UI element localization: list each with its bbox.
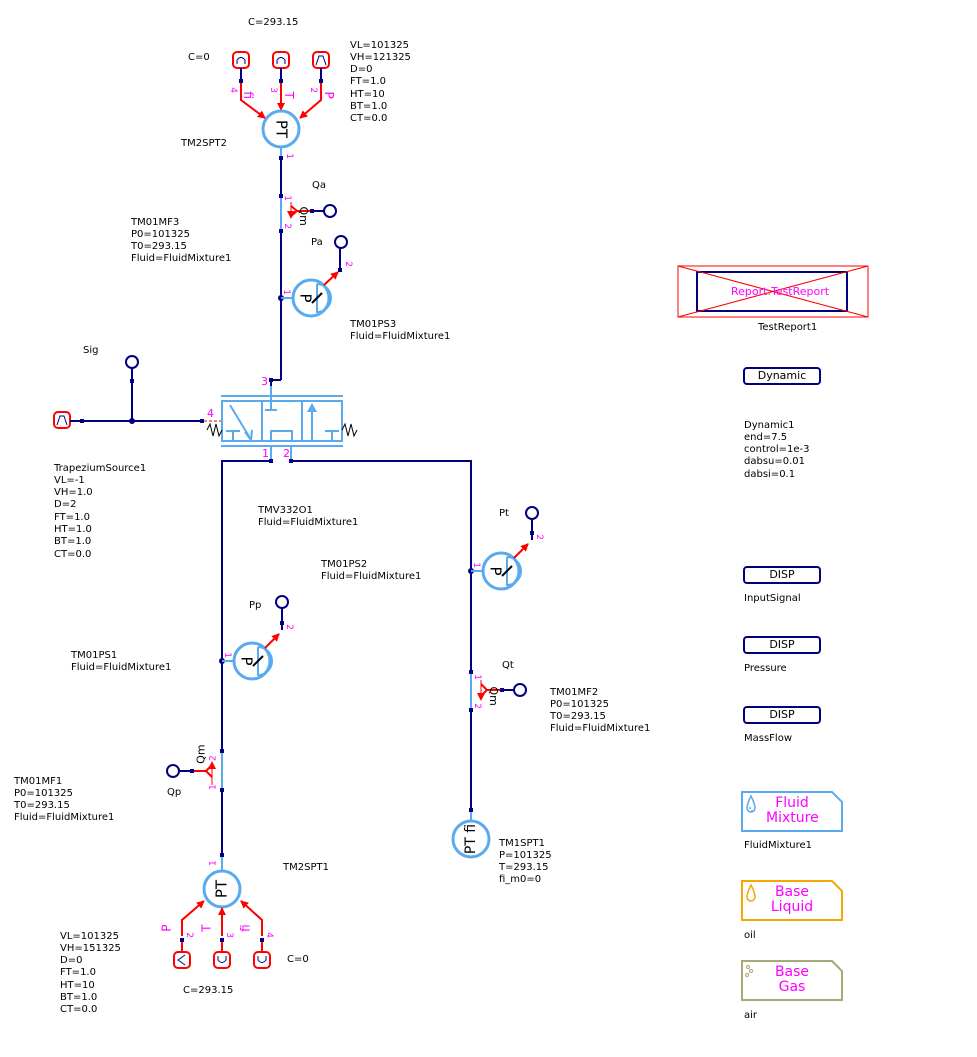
tm2spt2-c-top: C=293.15 (248, 17, 299, 28)
wire (221, 460, 271, 752)
tm2spt1-name: TM2SPT1 (283, 862, 329, 873)
signal-output-pp-icon (275, 595, 289, 609)
signal-qp-label: Qp (167, 787, 182, 798)
base-liquid-box[interactable] (741, 880, 843, 921)
dynamic-button[interactable]: Dynamic (743, 367, 821, 385)
signal-pp-label: Pp (249, 600, 262, 611)
wire (291, 460, 472, 710)
fluid-drop-icon (746, 794, 756, 813)
disp-massflow-label: MassFlow (744, 733, 793, 744)
signal-output-pt-icon (525, 506, 539, 520)
tm2spt2-c-left: C=0 (188, 52, 210, 63)
svg-text:PT fi: PT fi (463, 824, 479, 854)
tm01ps1-component[interactable]: P (222, 595, 289, 681)
pt-symbol: PT (273, 120, 291, 139)
trapezium-source-p-icon[interactable] (312, 51, 330, 69)
fluid-mixture-name: FluidMixture1 (744, 840, 812, 851)
disp-pressure-button[interactable]: DISP (743, 636, 821, 654)
tm2spt2-name: TM2SPT2 (181, 138, 227, 149)
signal-output-qp-icon (166, 764, 180, 778)
disp-massflow-button[interactable]: DISP (743, 706, 821, 724)
tm2spt1-c-right: C=0 (287, 954, 309, 965)
spring-right-icon (341, 422, 358, 438)
gas-bubbles-icon (746, 965, 750, 969)
tm01mf2-component[interactable] (469, 670, 527, 712)
qm-label: Qm (486, 686, 500, 706)
svg-text:P: P (297, 293, 315, 302)
pt-sensor-icon (261, 109, 301, 149)
signal-qa-label: Qa (312, 180, 326, 191)
tm2spt2-component[interactable]: PT (232, 51, 330, 160)
constant-source-fi-icon[interactable] (232, 51, 250, 69)
tm01ps3-component[interactable]: P (281, 235, 348, 318)
pt-fi-sensor-icon (451, 819, 491, 859)
report-name: TestReport1 (758, 322, 818, 333)
base-gas-box[interactable] (741, 960, 843, 1001)
svg-text:P: P (238, 656, 256, 665)
signal-qt-label: Qt (502, 660, 514, 671)
signal-pa-label: Pa (311, 237, 323, 248)
tm2spt1-c-bottom: C=293.15 (183, 985, 234, 996)
base-gas-name: air (744, 1010, 758, 1021)
signal-output-pa-icon (334, 235, 348, 249)
constant-source-fi-icon[interactable] (253, 951, 271, 969)
tm01mf3-component[interactable] (279, 198, 337, 233)
valve-port-3: 3 (261, 375, 268, 388)
signal-pt-label: Pt (499, 508, 509, 519)
fluid-mixture-box[interactable] (741, 791, 843, 832)
trapezium-source-p-icon[interactable] (173, 951, 191, 969)
signal-output-qt-icon (513, 683, 527, 697)
tm01mf1-component[interactable] (166, 749, 224, 792)
tm1spt1-component[interactable]: PT fi (451, 812, 491, 859)
qm-label: Qm (194, 744, 208, 764)
signal-output-sig-icon (125, 355, 139, 369)
spring-left-icon (206, 422, 223, 438)
signal-output-qa-icon (323, 204, 337, 218)
constant-source-t-icon[interactable] (272, 51, 290, 69)
liquid-drop-icon (746, 883, 756, 902)
test-report-component[interactable] (677, 265, 869, 318)
signal-sig-label: Sig (83, 345, 99, 356)
trapezium-source-icon (53, 411, 71, 429)
pressure-sensor-icon (291, 278, 331, 318)
svg-text:PT: PT (213, 879, 231, 898)
pressure-sensor-icon (481, 551, 521, 591)
valve-port-2: 2 (283, 447, 290, 460)
svg-text:P: P (487, 566, 505, 575)
pressure-sensor-icon (232, 641, 272, 681)
tmv332o1-valve[interactable] (206, 386, 358, 463)
tm01ps2-component[interactable]: P (471, 506, 539, 591)
disp-pressure-label: Pressure (744, 663, 787, 674)
valve-port-4: 4 (207, 407, 214, 420)
valve-port-1: 1 (262, 447, 269, 460)
disp-input-signal-button[interactable]: DISP (743, 566, 821, 584)
base-liquid-name: oil (744, 930, 756, 941)
report-box-text: Report.TestReport (731, 285, 830, 298)
qm-label: Qm (296, 206, 310, 226)
tm2spt1-component[interactable]: PT (173, 853, 271, 969)
disp-input-signal-label: InputSignal (744, 593, 801, 604)
trapezium-source-component[interactable] (53, 355, 221, 429)
constant-source-t-icon[interactable] (213, 951, 231, 969)
